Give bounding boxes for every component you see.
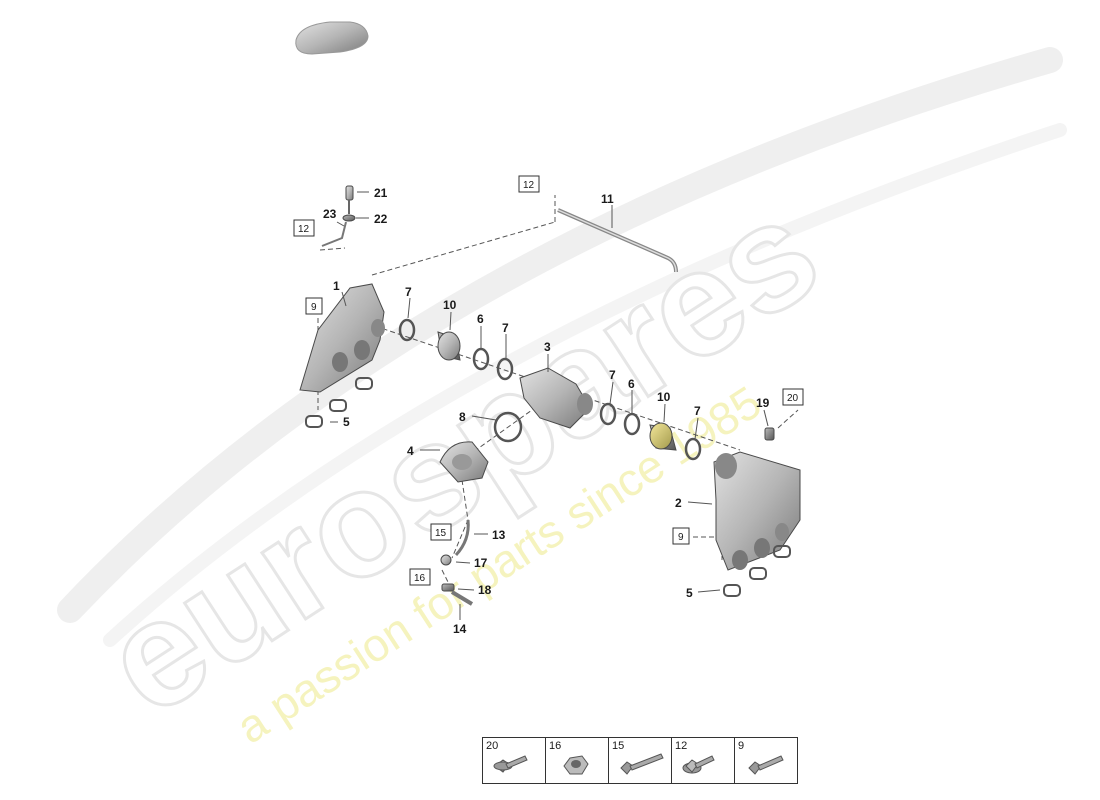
boxed-ref-12-left: 12 (293, 219, 315, 237)
fastener-cell-12[interactable]: 12 (671, 737, 735, 784)
callout-11: 11 (601, 192, 614, 206)
fastener-number: 9 (738, 740, 745, 752)
callout-6b: 6 (628, 377, 635, 391)
callout-22: 22 (374, 212, 388, 226)
part-7-ring-b (496, 357, 514, 381)
part-7-ring-c (599, 402, 617, 426)
part-4-pump (439, 441, 489, 483)
boxed-ref-9-left-label: 9 (311, 302, 317, 313)
callout-7b: 7 (502, 321, 509, 335)
vehicle-thumbnail (295, 21, 369, 55)
boxed-ref-9-left: 9 (305, 297, 323, 315)
boxed-ref-20-label: 20 (787, 393, 799, 404)
fastener-number: 12 (675, 740, 688, 752)
long-bolt-icon (620, 753, 664, 775)
fastener-table: 20 16 15 12 (482, 737, 798, 784)
boxed-ref-12-top: 12 (518, 175, 540, 193)
part-14-pipe (450, 590, 474, 606)
callout-3: 3 (544, 340, 551, 354)
part-10-coupling-b (649, 422, 677, 451)
part-19-sensor (764, 427, 775, 441)
callout-21: 21 (374, 186, 388, 200)
gaskets-5-right (723, 545, 791, 597)
callout-5a: 5 (343, 415, 350, 429)
callout-17: 17 (474, 556, 488, 570)
boxed-ref-16-label: 16 (414, 573, 426, 584)
boxed-ref-15-label: 15 (435, 528, 447, 539)
boxed-ref-9-right-label: 9 (678, 532, 684, 543)
boxed-ref-12-left-label: 12 (298, 224, 310, 235)
callout-2: 2 (675, 496, 682, 510)
boxed-ref-15: 15 (430, 523, 452, 541)
watermark-swoosh (57, 47, 1063, 623)
callout-18: 18 (478, 583, 492, 597)
callout-7c: 7 (609, 368, 616, 382)
fastener-cell-15[interactable]: 15 (608, 737, 672, 784)
boxed-ref-9-right: 9 (672, 527, 690, 545)
boxed-ref-12-top-label: 12 (523, 180, 535, 191)
leader-lines (330, 191, 769, 620)
fastener-cell-20[interactable]: 20 (482, 737, 546, 784)
part-3-housing (519, 367, 593, 429)
part-18-clamp (441, 583, 455, 592)
callout-10b: 10 (657, 390, 671, 404)
hex-nut-icon (563, 755, 589, 775)
bolt-icon (748, 755, 784, 775)
fastener-cell-16[interactable]: 16 (545, 737, 609, 784)
part-10-coupling-a (437, 331, 461, 361)
part-11-pipe-highlight (557, 209, 677, 273)
callout-5b: 5 (686, 586, 693, 600)
watermark-swoosh-inner (103, 123, 1067, 647)
short-flange-bolt-icon (682, 755, 715, 774)
part-2-manifold-right (713, 451, 801, 571)
part-7-ring-a (398, 318, 416, 342)
boxed-ref-16: 16 (409, 568, 431, 586)
fastener-cell-9[interactable]: 9 (734, 737, 798, 784)
part-1-manifold-left (299, 283, 385, 393)
callout-6a: 6 (477, 312, 484, 326)
part-17-fitting (440, 554, 452, 566)
fastener-number: 20 (486, 740, 499, 752)
callout-19: 19 (756, 396, 770, 410)
callout-8: 8 (459, 410, 466, 424)
part-7-ring-d (684, 437, 702, 461)
fastener-table-row: 20 16 15 12 (482, 737, 798, 784)
callout-7d: 7 (694, 404, 701, 418)
callout-13: 13 (492, 528, 506, 542)
part-13-hose (454, 519, 470, 557)
fastener-number: 15 (612, 740, 625, 752)
flange-bolt-icon (493, 755, 528, 773)
gaskets-5-left (305, 377, 373, 428)
callout-1: 1 (333, 279, 340, 293)
dash-line-12-left (319, 247, 346, 251)
dash-line-20 (777, 409, 799, 429)
boxed-ref-20: 20 (782, 388, 804, 406)
callout-14: 14 (453, 622, 467, 636)
callout-10a: 10 (443, 298, 457, 312)
callout-23: 23 (323, 207, 337, 221)
callout-7a: 7 (405, 285, 412, 299)
part-8-ring (493, 411, 523, 443)
callout-4: 4 (407, 444, 414, 458)
fastener-number: 16 (549, 740, 562, 752)
sensor-assembly (321, 185, 356, 247)
